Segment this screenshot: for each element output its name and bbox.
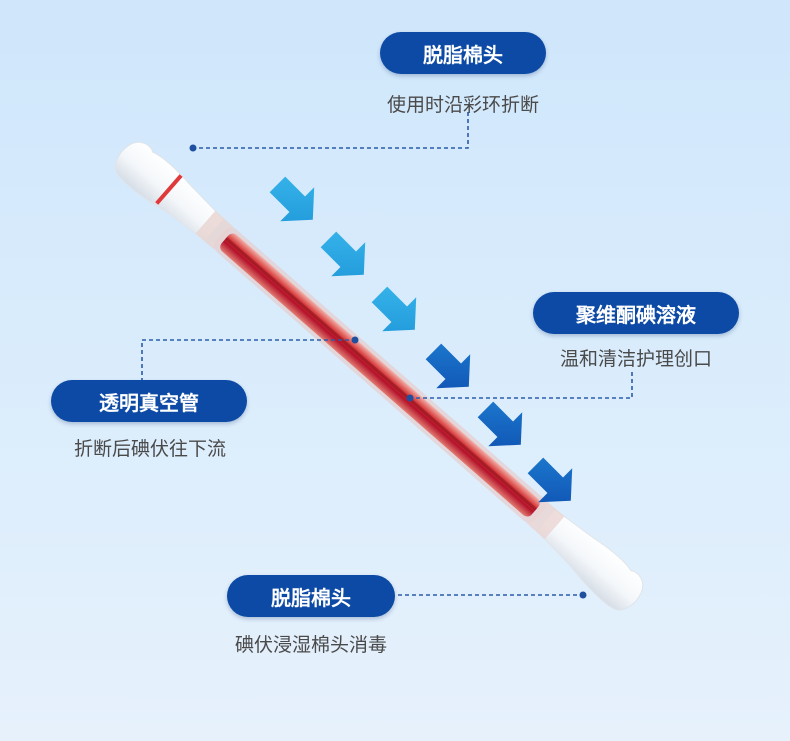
label-top-swab-desc: 使用时沿彩环折断 — [386, 94, 539, 116]
arrow-down-right-icon — [371, 286, 417, 332]
label-bottom-swab-desc: 碘伏浸湿棉头消毒 — [234, 634, 387, 656]
leader-tube — [141, 339, 355, 382]
label-tube-title: 透明真空管 — [51, 380, 247, 422]
label-solution-title: 聚维酮碘溶液 — [533, 292, 739, 334]
color-band — [155, 174, 183, 205]
label-top-swab-title: 脱脂棉头 — [380, 32, 546, 74]
arrow-down-right-icon — [527, 457, 573, 503]
arrow-down-right-icon — [269, 176, 315, 222]
leader-dots — [189, 144, 587, 599]
label-bottom-swab-title: 脱脂棉头 — [227, 575, 395, 617]
bottom-cotton-head — [535, 508, 644, 611]
leader-top-swab — [193, 112, 469, 149]
arrow-down-right-icon — [425, 343, 471, 389]
label-tube-desc: 折断后碘伏往下流 — [73, 438, 226, 460]
arrow-down-right-icon — [477, 401, 523, 447]
iodine-liquid — [220, 233, 540, 517]
flow-arrows — [269, 176, 573, 503]
swab — [114, 141, 644, 611]
arrow-down-right-icon — [320, 231, 366, 277]
label-solution-desc: 温和清洁护理创口 — [559, 348, 712, 370]
leader-solution — [410, 372, 633, 399]
leader-lines — [141, 112, 633, 596]
